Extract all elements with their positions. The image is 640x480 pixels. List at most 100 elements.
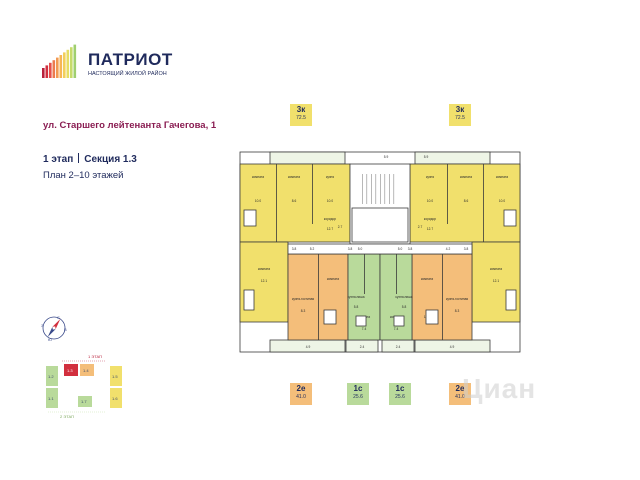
room-label: комната: [490, 267, 502, 271]
room-area: 2.4: [396, 345, 401, 349]
elevator-hall: [351, 207, 409, 243]
apartment-area: 41.0: [455, 394, 465, 400]
minimap-section-label: 1.6: [112, 396, 118, 401]
brand-tagline: НАСТОЯЩИЙ ЖИЛОЙ РАЙОН: [88, 71, 167, 77]
partition: [442, 254, 443, 340]
bed-icon: [505, 289, 517, 311]
logo-bar: [56, 57, 59, 78]
room-label: кухня: [326, 175, 334, 179]
room-area: 7.4: [362, 327, 367, 331]
room-area: 5.9: [384, 155, 389, 159]
room-area: 5.0: [398, 247, 403, 251]
apartment-type: 1с: [353, 384, 363, 393]
stair-step: [393, 174, 395, 204]
corridor: [287, 243, 473, 255]
apartment-3k-right: [409, 163, 521, 243]
bed-icon: [425, 309, 439, 325]
stair-step: [380, 174, 381, 204]
room-label: комната: [421, 277, 433, 281]
logo-bar: [49, 62, 52, 78]
stage-divider: [78, 153, 80, 163]
room-area: 4.9: [306, 345, 311, 349]
room-label: комната: [258, 267, 270, 271]
room-label: кухня-ниша: [347, 295, 364, 299]
compass-north: С: [57, 315, 60, 320]
minimap-section-label: 1.1: [48, 396, 54, 401]
room-area: 12.1: [493, 279, 499, 283]
apartment-type: 3к: [296, 105, 306, 114]
room-area: 3.8: [348, 247, 353, 251]
minimap-section-label: 1.4: [83, 368, 89, 373]
room-area: 5.8: [354, 305, 359, 309]
minimap-section-label: 1.3: [67, 368, 73, 373]
apartment-badge-bottom-2[interactable]: 1с 25.6: [347, 383, 369, 405]
logo-bar: [63, 52, 66, 78]
bathtub-icon: [503, 209, 517, 227]
partition: [396, 254, 397, 294]
apartment-area: 25.6: [353, 394, 363, 400]
room-label: коридор: [324, 217, 336, 221]
partition: [483, 164, 484, 242]
minimap-section-1-6: [110, 388, 122, 408]
room-label: комната: [496, 175, 508, 179]
room-area: 10.0: [255, 199, 261, 203]
stair-step: [384, 174, 386, 204]
logo-bar: [66, 49, 70, 78]
brand-bars-icon: [42, 44, 77, 78]
apartment-type: 2е: [296, 384, 306, 393]
room-area: 8.3: [455, 309, 460, 313]
room-area: 3.8: [464, 247, 469, 251]
minimap-section-1-7: [78, 396, 92, 407]
room-area: 5.2: [310, 247, 315, 251]
stair-step: [371, 174, 372, 204]
room-label: коридор: [424, 217, 436, 221]
room-area: 3.8: [408, 247, 413, 251]
minimap-section-label: 1.7: [81, 399, 87, 404]
minimap-label-top: 1 ЭТАП: [88, 354, 102, 359]
table-icon: [393, 315, 405, 327]
room-area: 5.8: [402, 305, 407, 309]
minimap-label-bottom: 2 ЭТАП: [60, 414, 74, 419]
room-area: 12.1: [261, 279, 267, 283]
apartment-type: 1с: [395, 384, 405, 393]
apartment-area: 72.5: [296, 115, 306, 121]
apartment-type: 2е: [455, 384, 465, 393]
room-area: 2.7: [418, 225, 423, 229]
room-area: 4.9: [450, 345, 455, 349]
floors-label: План 2–10 этажей: [43, 170, 124, 181]
room-area: 2.4: [360, 345, 365, 349]
apartment-badge-bottom-3[interactable]: 1с 25.6: [389, 383, 411, 405]
logo-bar: [70, 47, 73, 78]
bed-icon: [243, 289, 255, 311]
bathtub-icon: [243, 209, 257, 227]
apartment-badge-bottom-1[interactable]: 2е 41.0: [290, 383, 312, 405]
room-label: комната: [252, 175, 264, 179]
logo-bar: [42, 68, 45, 78]
apartment-badge-top-right[interactable]: 3к 72.5: [449, 104, 471, 126]
room-area: 8.6: [292, 199, 297, 203]
room-area: 10.0: [499, 199, 505, 203]
stage-label: 1 этап: [43, 154, 74, 165]
site-minimap: 1 ЭТАП 1.2 1.3 1.4 1.1 1.5 1.6 1.7 2 ЭТА…: [46, 354, 122, 419]
apartment-badge-top-left[interactable]: 3к 72.5: [290, 104, 312, 126]
apartment-area: 41.0: [296, 394, 306, 400]
room-area: 10.0: [327, 199, 333, 203]
stair-step: [366, 174, 368, 204]
minimap-section-label: 1.5: [112, 374, 118, 379]
room-label: кухня-гостиная: [292, 297, 314, 301]
room-area: 5.9: [424, 155, 429, 159]
balcony-top-left: [269, 151, 346, 165]
minimap-section-1-1: [46, 388, 58, 408]
compass-south: Ю: [48, 337, 52, 342]
room-area: 12.7: [427, 227, 433, 231]
minimap-section-1-4: [80, 364, 94, 376]
apartment-badge-bottom-4[interactable]: 2е 41.0: [449, 383, 471, 405]
room-area: 10.0: [427, 199, 433, 203]
compass-west: З: [41, 323, 44, 328]
room-label: кухня-гостиная: [446, 297, 468, 301]
partition: [312, 164, 313, 224]
minimap-section-1-3: [64, 364, 78, 376]
stair-step: [375, 174, 377, 204]
compass-icon: С В Ю З: [41, 315, 67, 342]
room-label: комната: [288, 175, 300, 179]
